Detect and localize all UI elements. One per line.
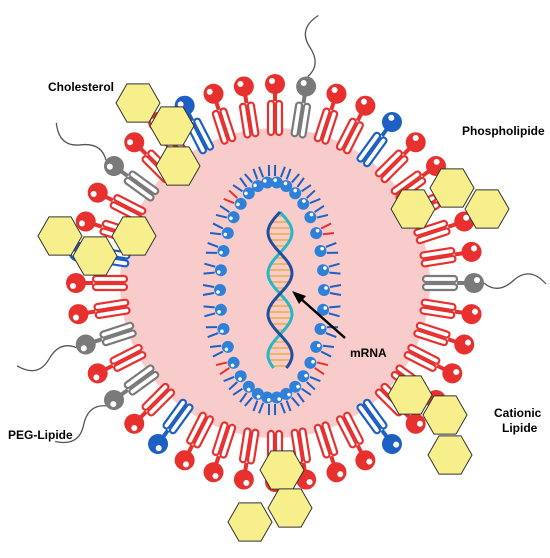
inner-lipid bbox=[205, 242, 230, 257]
phospholipid bbox=[87, 182, 147, 223]
cholesterol-ring bbox=[155, 146, 201, 186]
peg-lipid bbox=[290, 14, 319, 139]
inner-lipid bbox=[258, 391, 274, 416]
cholesterol-molecules bbox=[37, 83, 510, 542]
strand bbox=[266, 210, 294, 369]
inner-lipid bbox=[317, 262, 341, 277]
phospholipid bbox=[335, 95, 376, 155]
cholesterol-ring bbox=[387, 375, 433, 415]
inner-lipid bbox=[270, 391, 286, 416]
phospholipid-label: Phospholipide bbox=[462, 124, 545, 138]
strand bbox=[266, 210, 294, 369]
peg-lipid-label: PEG-Lipide bbox=[8, 428, 73, 442]
inner-lipid bbox=[280, 168, 300, 193]
phospholipid bbox=[313, 83, 347, 145]
phospholipid bbox=[335, 411, 376, 471]
inner-lipid bbox=[205, 323, 230, 338]
inner-lipid bbox=[318, 284, 342, 296]
inner-lipid bbox=[280, 387, 300, 412]
cationic-lipid bbox=[174, 95, 215, 155]
inner-lipid bbox=[289, 177, 312, 200]
inner-lipid bbox=[297, 370, 321, 391]
inner-lipid bbox=[317, 303, 341, 318]
cholesterol-ring bbox=[37, 216, 83, 256]
cationic-lipid bbox=[356, 112, 402, 168]
nanoparticle-core bbox=[120, 128, 430, 438]
peg-lipid bbox=[55, 364, 160, 444]
phospholipid bbox=[419, 241, 482, 268]
inner-lipid bbox=[270, 164, 286, 189]
phospholipid bbox=[374, 132, 426, 184]
cholesterol-ring bbox=[227, 502, 273, 542]
inner-lipid bbox=[215, 356, 240, 376]
inner-lipid bbox=[244, 387, 264, 412]
mrna-helix bbox=[266, 210, 294, 369]
phospholipid bbox=[87, 343, 147, 384]
cholesterol-ring bbox=[149, 106, 195, 146]
inner-lipid bbox=[310, 222, 335, 240]
inner-lipid bbox=[314, 242, 339, 257]
cationic-lipid bbox=[148, 398, 194, 454]
inner-lipid bbox=[244, 168, 264, 193]
phospholipid bbox=[413, 321, 475, 355]
inner-lipid bbox=[223, 189, 247, 210]
phospholipid bbox=[124, 382, 176, 434]
peg-lipid bbox=[55, 122, 160, 202]
mrna-label: mRNA bbox=[350, 346, 387, 360]
inner-lipid bbox=[202, 284, 226, 296]
inner-lipid bbox=[209, 340, 234, 358]
inner-lipid-layer bbox=[202, 164, 342, 416]
inner-lipid bbox=[232, 380, 255, 403]
inner-lipid bbox=[304, 356, 329, 376]
inner-lipid bbox=[209, 222, 234, 240]
inner-lipid bbox=[310, 340, 335, 358]
cholesterol-ring bbox=[464, 189, 510, 229]
phospholipid bbox=[403, 343, 463, 384]
phospholipid bbox=[419, 298, 482, 325]
inner-lipid bbox=[223, 370, 247, 391]
peg-lipid bbox=[16, 321, 137, 372]
cholesterol-ring bbox=[427, 435, 473, 475]
phospholipid bbox=[174, 411, 215, 471]
phospholipid bbox=[313, 421, 347, 483]
cationic-lipid-label-line1: Cationic bbox=[494, 406, 542, 420]
inner-lipid bbox=[203, 303, 227, 318]
phospholipid bbox=[203, 83, 237, 145]
phospholipid bbox=[265, 74, 285, 137]
phospholipid bbox=[233, 427, 260, 490]
cholesterol-label: Cholesterol bbox=[48, 80, 115, 94]
phospholipid bbox=[68, 298, 131, 325]
cholesterol-ring bbox=[115, 83, 161, 123]
inner-lipid bbox=[215, 204, 240, 224]
inner-lipid bbox=[297, 189, 321, 210]
inner-lipid bbox=[203, 262, 227, 277]
inner-lipid bbox=[304, 204, 329, 224]
phospholipid bbox=[233, 76, 260, 139]
cholesterol-ring bbox=[429, 168, 475, 208]
inner-lipid bbox=[258, 164, 274, 189]
cholesterol-ring bbox=[267, 488, 313, 528]
cholesterol-ring bbox=[111, 216, 157, 256]
peg-lipid bbox=[421, 273, 547, 293]
cholesterol-ring bbox=[422, 395, 468, 435]
cholesterol-ring bbox=[390, 189, 436, 229]
phospholipid bbox=[66, 273, 129, 293]
cationic-lipid-label-line2: Lipide bbox=[502, 421, 538, 435]
cholesterol-ring bbox=[72, 236, 118, 276]
mrna-pointer-arrow bbox=[292, 291, 346, 339]
cationic-lipid bbox=[356, 398, 402, 454]
inner-lipid bbox=[289, 380, 312, 403]
inner-lipid bbox=[232, 177, 255, 200]
phospholipid bbox=[203, 421, 237, 483]
